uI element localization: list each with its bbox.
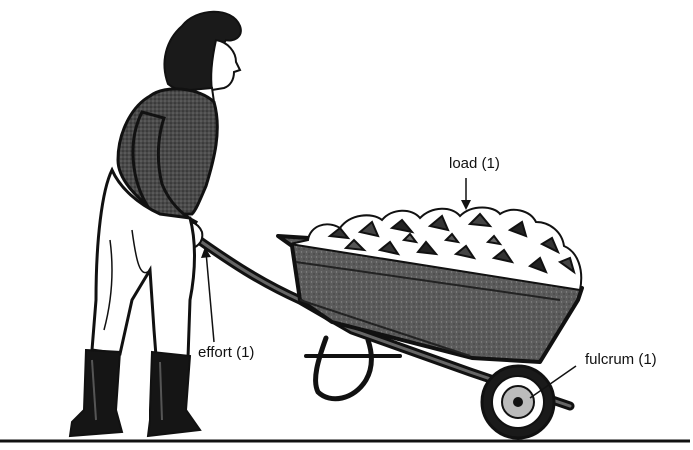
effort-arrow: [206, 252, 214, 342]
label-effort: effort (1): [198, 345, 254, 360]
label-load: load (1): [449, 156, 500, 171]
wheelbarrow-wheel: [482, 366, 554, 438]
label-fulcrum: fulcrum (1): [585, 352, 657, 367]
woman-face: [211, 40, 240, 90]
woman-boot-front: [148, 352, 200, 436]
load-arrowhead: [461, 200, 471, 210]
woman-boot-rear: [70, 350, 122, 436]
wheelbarrow-stand: [306, 338, 400, 399]
